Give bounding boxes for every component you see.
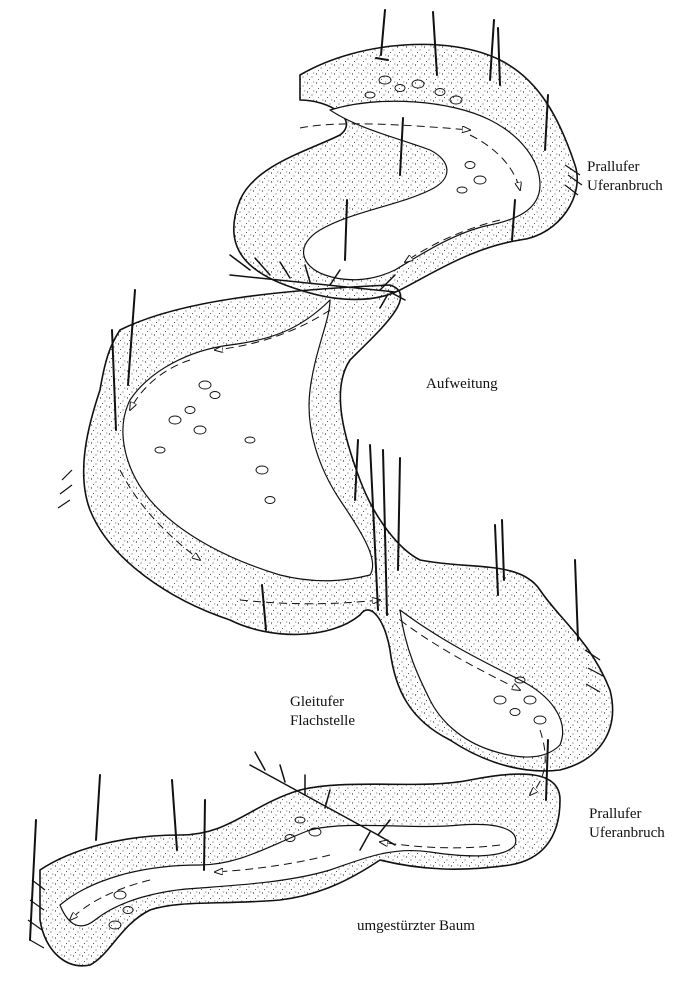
label-gleitufer-line2: Flachstelle [290,712,355,731]
label-prallufer-top-line1: Prallufer [587,158,663,177]
label-gleitufer: Gleitufer Flachstelle [290,693,355,731]
label-gleitufer-line1: Gleitufer [290,693,355,712]
label-umgestuerzter-baum: umgestürzter Baum [357,917,475,936]
label-prallufer-bottom: Prallufer Uferanbruch [589,805,665,843]
tree [575,560,578,640]
tree [204,800,205,870]
label-prallufer-top-line2: Uferanbruch [587,177,663,196]
label-prallufer-top: Prallufer Uferanbruch [587,158,663,196]
label-prallufer-bottom-line1: Prallufer [589,805,665,824]
tree [96,775,100,840]
label-aufweitung: Aufweitung [426,375,498,394]
label-prallufer-bottom-line2: Uferanbruch [589,824,665,843]
